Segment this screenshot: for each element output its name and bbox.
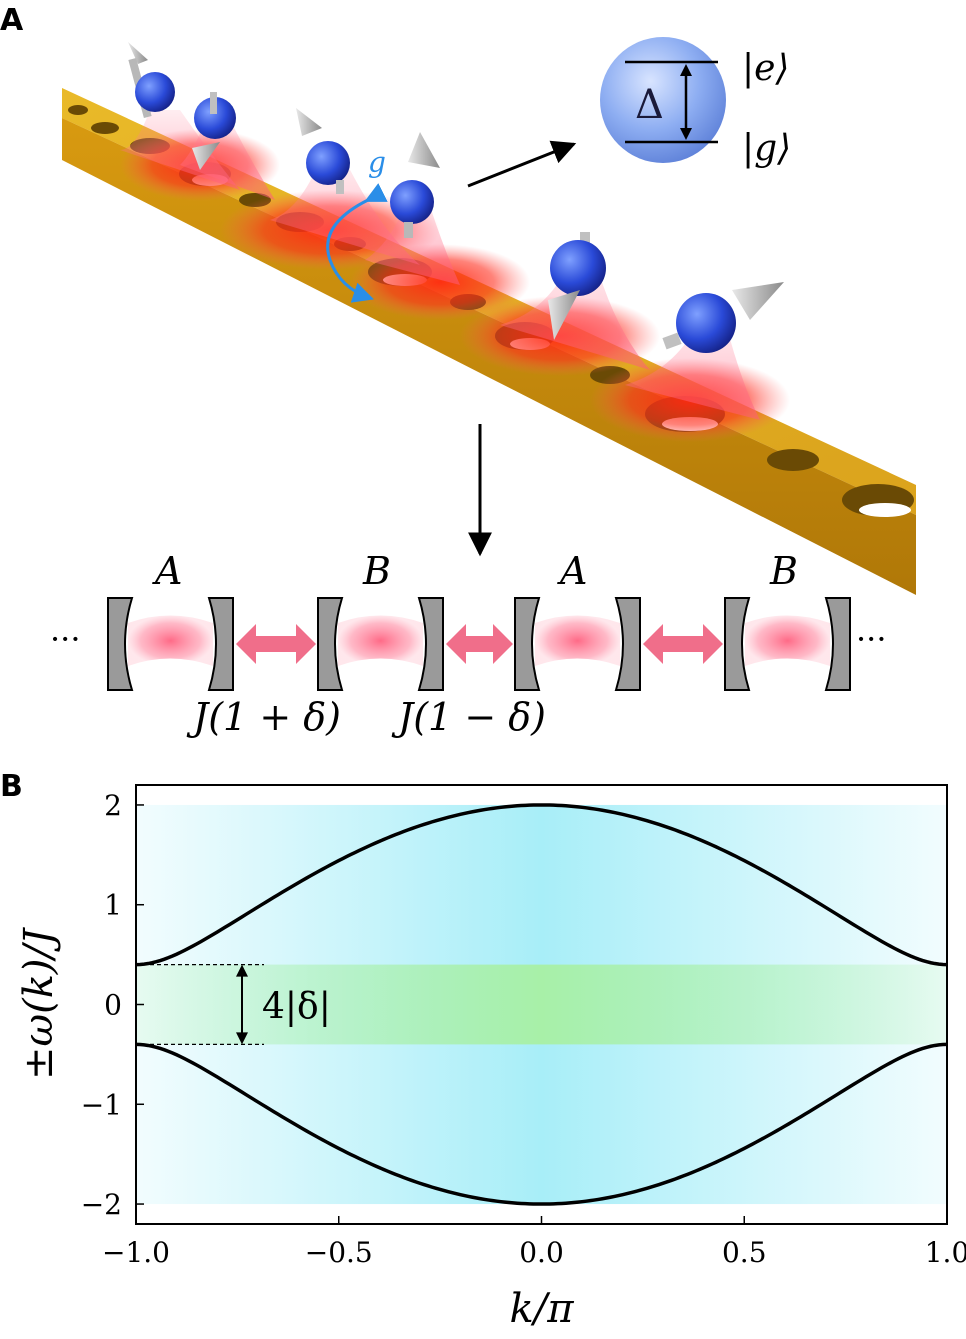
excited-state-label: |e⟩ bbox=[742, 48, 789, 89]
x-tick-label: 0.0 bbox=[519, 1236, 564, 1269]
mirror-right bbox=[824, 597, 851, 691]
x-tick-label: −1.0 bbox=[102, 1236, 170, 1269]
y-tick-label: −1 bbox=[81, 1088, 122, 1121]
cavity-mode bbox=[338, 615, 423, 666]
gap-arrow-head-top bbox=[236, 964, 248, 977]
y-tick-label: 0 bbox=[104, 989, 122, 1022]
cavity-3 bbox=[514, 597, 641, 691]
hopping-arrow-3 bbox=[643, 624, 723, 664]
hopping-arrow-2 bbox=[446, 624, 513, 664]
y-tick-label: −2 bbox=[81, 1188, 122, 1221]
y-axis-label: ±ω(k)/J bbox=[16, 927, 62, 1080]
cavity-2 bbox=[317, 597, 444, 691]
x-tick-label: 1.0 bbox=[925, 1236, 966, 1269]
panel-a-letter: A bbox=[0, 3, 24, 38]
lower-band-line bbox=[135, 1042, 948, 1206]
panel-b-letter: B bbox=[0, 769, 23, 804]
cavity-mode bbox=[745, 615, 830, 666]
x-axis-label: k/π bbox=[509, 1286, 574, 1332]
cavity-label-4: B bbox=[769, 549, 798, 593]
ellipsis-right: ··· bbox=[856, 620, 887, 658]
y-tick-label: 2 bbox=[104, 789, 122, 822]
mirror-left bbox=[724, 597, 751, 691]
mirror-left bbox=[107, 597, 134, 691]
upper-band-line bbox=[135, 803, 948, 967]
hopping-arrow-1 bbox=[236, 624, 316, 664]
atom-2 bbox=[192, 92, 236, 170]
double-arrow bbox=[446, 624, 513, 664]
mirror-left bbox=[317, 597, 344, 691]
atom-3 bbox=[296, 108, 350, 194]
gap-arrow-head-bottom bbox=[236, 1032, 248, 1045]
zoom-arrow bbox=[467, 140, 577, 188]
double-arrow bbox=[643, 624, 723, 664]
cavity-label-3: A bbox=[557, 549, 587, 593]
gap-symbol: Δ bbox=[635, 82, 664, 128]
atom-4 bbox=[390, 132, 440, 238]
mirror-left bbox=[514, 597, 541, 691]
cavity-4 bbox=[724, 597, 851, 691]
mirror-right bbox=[614, 597, 641, 691]
hopping-label-weak: J(1 − δ) bbox=[391, 695, 546, 739]
gap-shading bbox=[136, 964, 947, 1045]
cavity-label-2: B bbox=[362, 549, 391, 593]
cavity-mode bbox=[535, 615, 620, 666]
cavity-array bbox=[107, 597, 851, 691]
x-tick-label: −0.5 bbox=[305, 1236, 373, 1269]
atom-5 bbox=[548, 232, 606, 340]
y-tick-label: 1 bbox=[104, 889, 122, 922]
cavity-1 bbox=[107, 597, 234, 691]
cavity-label-1: A bbox=[152, 549, 182, 593]
x-tick-label: 0.5 bbox=[722, 1236, 767, 1269]
coupling-label: g bbox=[368, 146, 386, 179]
mirror-right bbox=[207, 597, 234, 691]
hopping-label-strong: J(1 + δ) bbox=[186, 695, 341, 739]
atom-1 bbox=[128, 42, 175, 119]
ground-state-label: |g⟩ bbox=[742, 128, 791, 169]
gap-label: 4|δ| bbox=[262, 987, 331, 1028]
atom-6 bbox=[662, 282, 784, 353]
cavity-mode bbox=[128, 615, 213, 666]
coupling-arrow: g bbox=[326, 146, 388, 303]
ellipsis-left: ··· bbox=[50, 620, 81, 658]
mirror-right bbox=[417, 597, 444, 691]
double-arrow bbox=[236, 624, 316, 664]
dispersion-chart: 4|δ| −1.0 −0.5 0.0 0.5 1.0 −2 −1 0 1 2 k/π ±ω(k)/J bbox=[16, 784, 966, 1332]
two-level-atom: Δ bbox=[600, 37, 726, 163]
